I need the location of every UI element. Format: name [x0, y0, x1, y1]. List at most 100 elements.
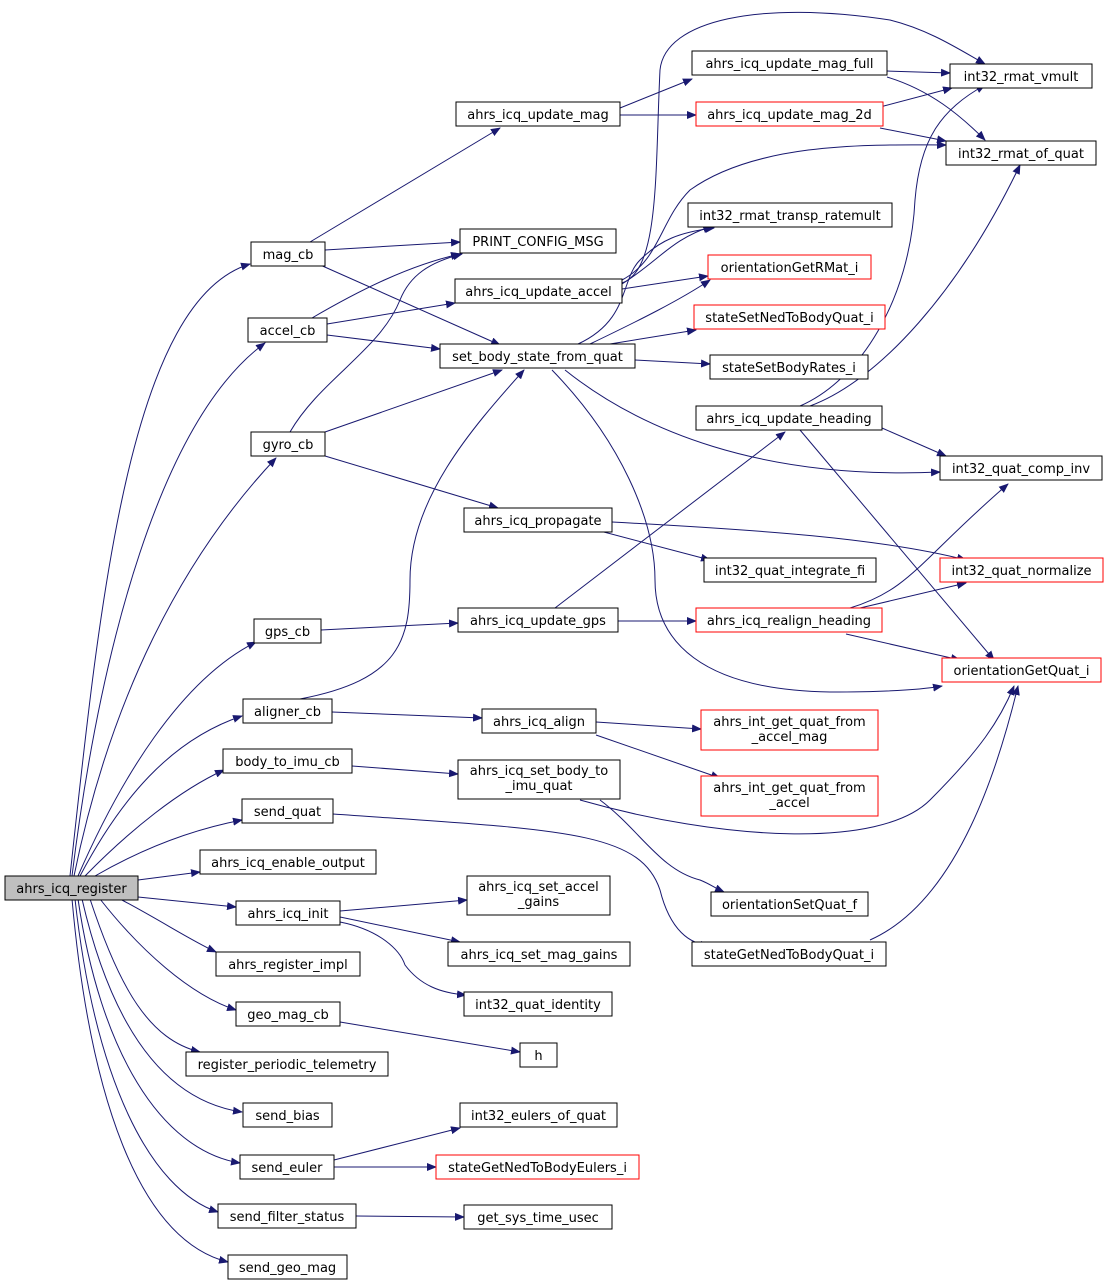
node-ahrs-icq-init[interactable]: ahrs_icq_init	[235, 900, 341, 926]
node-mag-cb[interactable]: mag_cb	[250, 241, 326, 267]
edge-register-aligner_cb	[79, 715, 243, 877]
node-int32-quat-comp-inv[interactable]: int32_quat_comp_inv	[939, 455, 1103, 481]
edge-register-periodic_telemetry	[89, 898, 201, 1054]
node-ahrs-icq-update-mag-full[interactable]: ahrs_icq_update_mag_full	[691, 50, 888, 76]
node-label: ahrs_icq_register	[16, 882, 127, 897]
node-ahrs-icq-set-body-to-imu-quat[interactable]: ahrs_icq_set_body_to _imu_quat	[457, 759, 621, 800]
edge-set_body_to_imu-setQuat_f	[599, 799, 725, 893]
node-label: geo_mag_cb	[247, 1008, 329, 1023]
node-int32-quat-normalize[interactable]: int32_quat_normalize	[939, 557, 1104, 583]
node-ahrs-icq-update-gps[interactable]: ahrs_icq_update_gps	[457, 607, 619, 633]
node-label: h	[534, 1049, 542, 1064]
node-state-set-body-rates-i[interactable]: stateSetBodyRates_i	[709, 354, 869, 380]
edge-aligner_cb-align	[331, 711, 483, 722]
edge-register-accel_cb	[71, 342, 266, 877]
node-label: ahrs_register_impl	[228, 958, 348, 973]
node-geo-mag-cb[interactable]: geo_mag_cb	[235, 1001, 341, 1027]
node-orientation-get-rmat-i[interactable]: orientationGetRMat_i	[707, 254, 872, 280]
edge-update_accel-rmat_of_quat	[621, 140, 947, 281]
node-int32-quat-identity[interactable]: int32_quat_identity	[463, 991, 613, 1017]
node-state-set-ned-to-body-quat-i[interactable]: stateSetNedToBodyQuat_i	[693, 304, 886, 330]
node-ahrs-icq-enable-output[interactable]: ahrs_icq_enable_output	[199, 849, 377, 875]
edge-register-register_impl	[119, 898, 217, 953]
node-ahrs-int-get-quat-from-accel-mag[interactable]: ahrs_int_get_quat_from _accel_mag	[700, 709, 879, 751]
node-label: ahrs_icq_init	[248, 907, 329, 922]
node-label: ahrs_icq_update_gps	[470, 614, 606, 629]
node-label: ahrs_icq_propagate	[474, 514, 601, 529]
node-ahrs-icq-update-mag-2d[interactable]: ahrs_icq_update_mag_2d	[695, 101, 884, 127]
node-label: ahrs_icq_set_body_to	[470, 764, 608, 779]
node-register-periodic-telemetry[interactable]: register_periodic_telemetry	[185, 1051, 389, 1077]
node-gps-cb[interactable]: gps_cb	[253, 618, 322, 644]
edge-update_mag-update_mag_full	[619, 78, 693, 109]
node-label: register_periodic_telemetry	[198, 1058, 377, 1073]
node-label: ahrs_int_get_quat_from	[713, 715, 865, 730]
edge-realign-normalize	[859, 581, 967, 609]
node-send-quat[interactable]: send_quat	[241, 798, 334, 824]
edge-align-from_accel_mag	[595, 721, 702, 733]
node-ahrs-icq-align[interactable]: ahrs_icq_align	[481, 708, 597, 734]
node-ahrs-icq-update-mag[interactable]: ahrs_icq_update_mag	[455, 101, 621, 127]
node-ahrs-icq-update-accel[interactable]: ahrs_icq_update_accel	[454, 278, 623, 304]
edge-mag_cb-set_body_state	[317, 263, 501, 346]
node-label: ahrs_icq_update_mag_2d	[707, 108, 872, 123]
node-int32-rmat-of-quat[interactable]: int32_rmat_of_quat	[945, 140, 1097, 166]
node-state-get-ned-to-body-quat-i[interactable]: stateGetNedToBodyQuat_i	[691, 941, 887, 967]
edge-register-gps_cb	[77, 641, 257, 877]
node-print-config-msg[interactable]: PRINT_CONFIG_MSG	[459, 228, 617, 254]
node-label: orientationGetQuat_i	[954, 664, 1090, 679]
node-set-body-state-from-quat[interactable]: set_body_state_from_quat	[439, 343, 636, 369]
node-send-geo-mag[interactable]: send_geo_mag	[227, 1254, 348, 1280]
edge-update_accel-rmat_vmult	[621, 11, 986, 284]
node-ahrs-icq-set-mag-gains[interactable]: ahrs_icq_set_mag_gains	[447, 941, 631, 967]
node-orientation-set-quat-f[interactable]: orientationSetQuat_f	[710, 891, 869, 917]
edge-heading-getQuat	[799, 429, 995, 661]
edge-mag_2d-rmat_of_quat	[879, 127, 947, 144]
node-ahrs-icq-update-heading[interactable]: ahrs_icq_update_heading	[695, 405, 883, 431]
node-h[interactable]: h	[519, 1042, 558, 1068]
node-gyro-cb[interactable]: gyro_cb	[250, 431, 326, 457]
edge-accel_cb-set_body_state	[326, 334, 441, 352]
node-orientation-get-quat-i[interactable]: orientationGetQuat_i	[941, 657, 1102, 683]
node-ahrs-int-get-quat-from-accel[interactable]: ahrs_int_get_quat_from _accel	[700, 775, 879, 817]
edge-send_euler-eulers_of_quat	[333, 1126, 461, 1161]
edge-accel_cb-update_accel	[326, 300, 456, 325]
edge-set_body_to_imu-getQuat	[579, 685, 1015, 835]
node-ahrs-register-impl[interactable]: ahrs_register_impl	[215, 951, 361, 977]
node-send-filter-status[interactable]: send_filter_status	[217, 1203, 357, 1229]
node-label: int32_quat_normalize	[951, 564, 1091, 579]
edge-set_body-setNedToBodyQuat	[609, 327, 697, 345]
node-accel-cb[interactable]: accel_cb	[247, 317, 328, 343]
edge-register-send_bias	[81, 898, 243, 1115]
edge-gyro_cb-set_body_state	[324, 369, 503, 433]
node-label: aligner_cb	[254, 705, 321, 720]
node-aligner-cb[interactable]: aligner_cb	[242, 698, 333, 724]
node-send-euler[interactable]: send_euler	[239, 1154, 335, 1180]
node-label: PRINT_CONFIG_MSG	[472, 235, 603, 250]
node-ahrs-icq-realign-heading[interactable]: ahrs_icq_realign_heading	[695, 607, 883, 633]
node-ahrs-icq-propagate[interactable]: ahrs_icq_propagate	[463, 507, 613, 533]
node-send-bias[interactable]: send_bias	[242, 1102, 333, 1128]
node-int32-rmat-transp-ratemult[interactable]: int32_rmat_transp_ratemult	[687, 202, 893, 228]
edge-register-init	[137, 896, 237, 911]
node-ahrs-icq-set-accel-gains[interactable]: ahrs_icq_set_accel _gains	[466, 875, 611, 916]
edge-mag_cb-print_config	[324, 238, 461, 251]
edge-stateGetQuat-getQuat	[869, 685, 1020, 941]
node-int32-rmat-vmult[interactable]: int32_rmat_vmult	[949, 63, 1093, 89]
node-ahrs-icq-register[interactable]: ahrs_icq_register	[4, 875, 139, 901]
node-label: ahrs_icq_update_mag	[467, 108, 609, 123]
node-state-get-ned-to-body-eulers-i[interactable]: stateGetNedToBodyEulers_i	[435, 1154, 640, 1180]
node-int32-eulers-of-quat[interactable]: int32_eulers_of_quat	[459, 1102, 618, 1128]
node-get-sys-time-usec[interactable]: get_sys_time_usec	[463, 1204, 613, 1230]
edge-body_to_imu-set_body_to_imu	[351, 765, 459, 778]
node-int32-quat-integrate-fi[interactable]: int32_quat_integrate_fi	[703, 557, 877, 583]
node-body-to-imu-cb[interactable]: body_to_imu_cb	[222, 748, 353, 774]
node-label: int32_rmat_vmult	[964, 70, 1079, 85]
node-label: int32_eulers_of_quat	[471, 1109, 606, 1124]
edge-realign-quat_comp_inv	[849, 483, 1009, 609]
edge-set_body-quat_comp_inv	[564, 369, 941, 477]
node-label: ahrs_icq_align	[493, 715, 585, 730]
node-label: ahrs_icq_enable_output	[211, 856, 365, 871]
edge-register-send_filter_status	[74, 898, 219, 1214]
